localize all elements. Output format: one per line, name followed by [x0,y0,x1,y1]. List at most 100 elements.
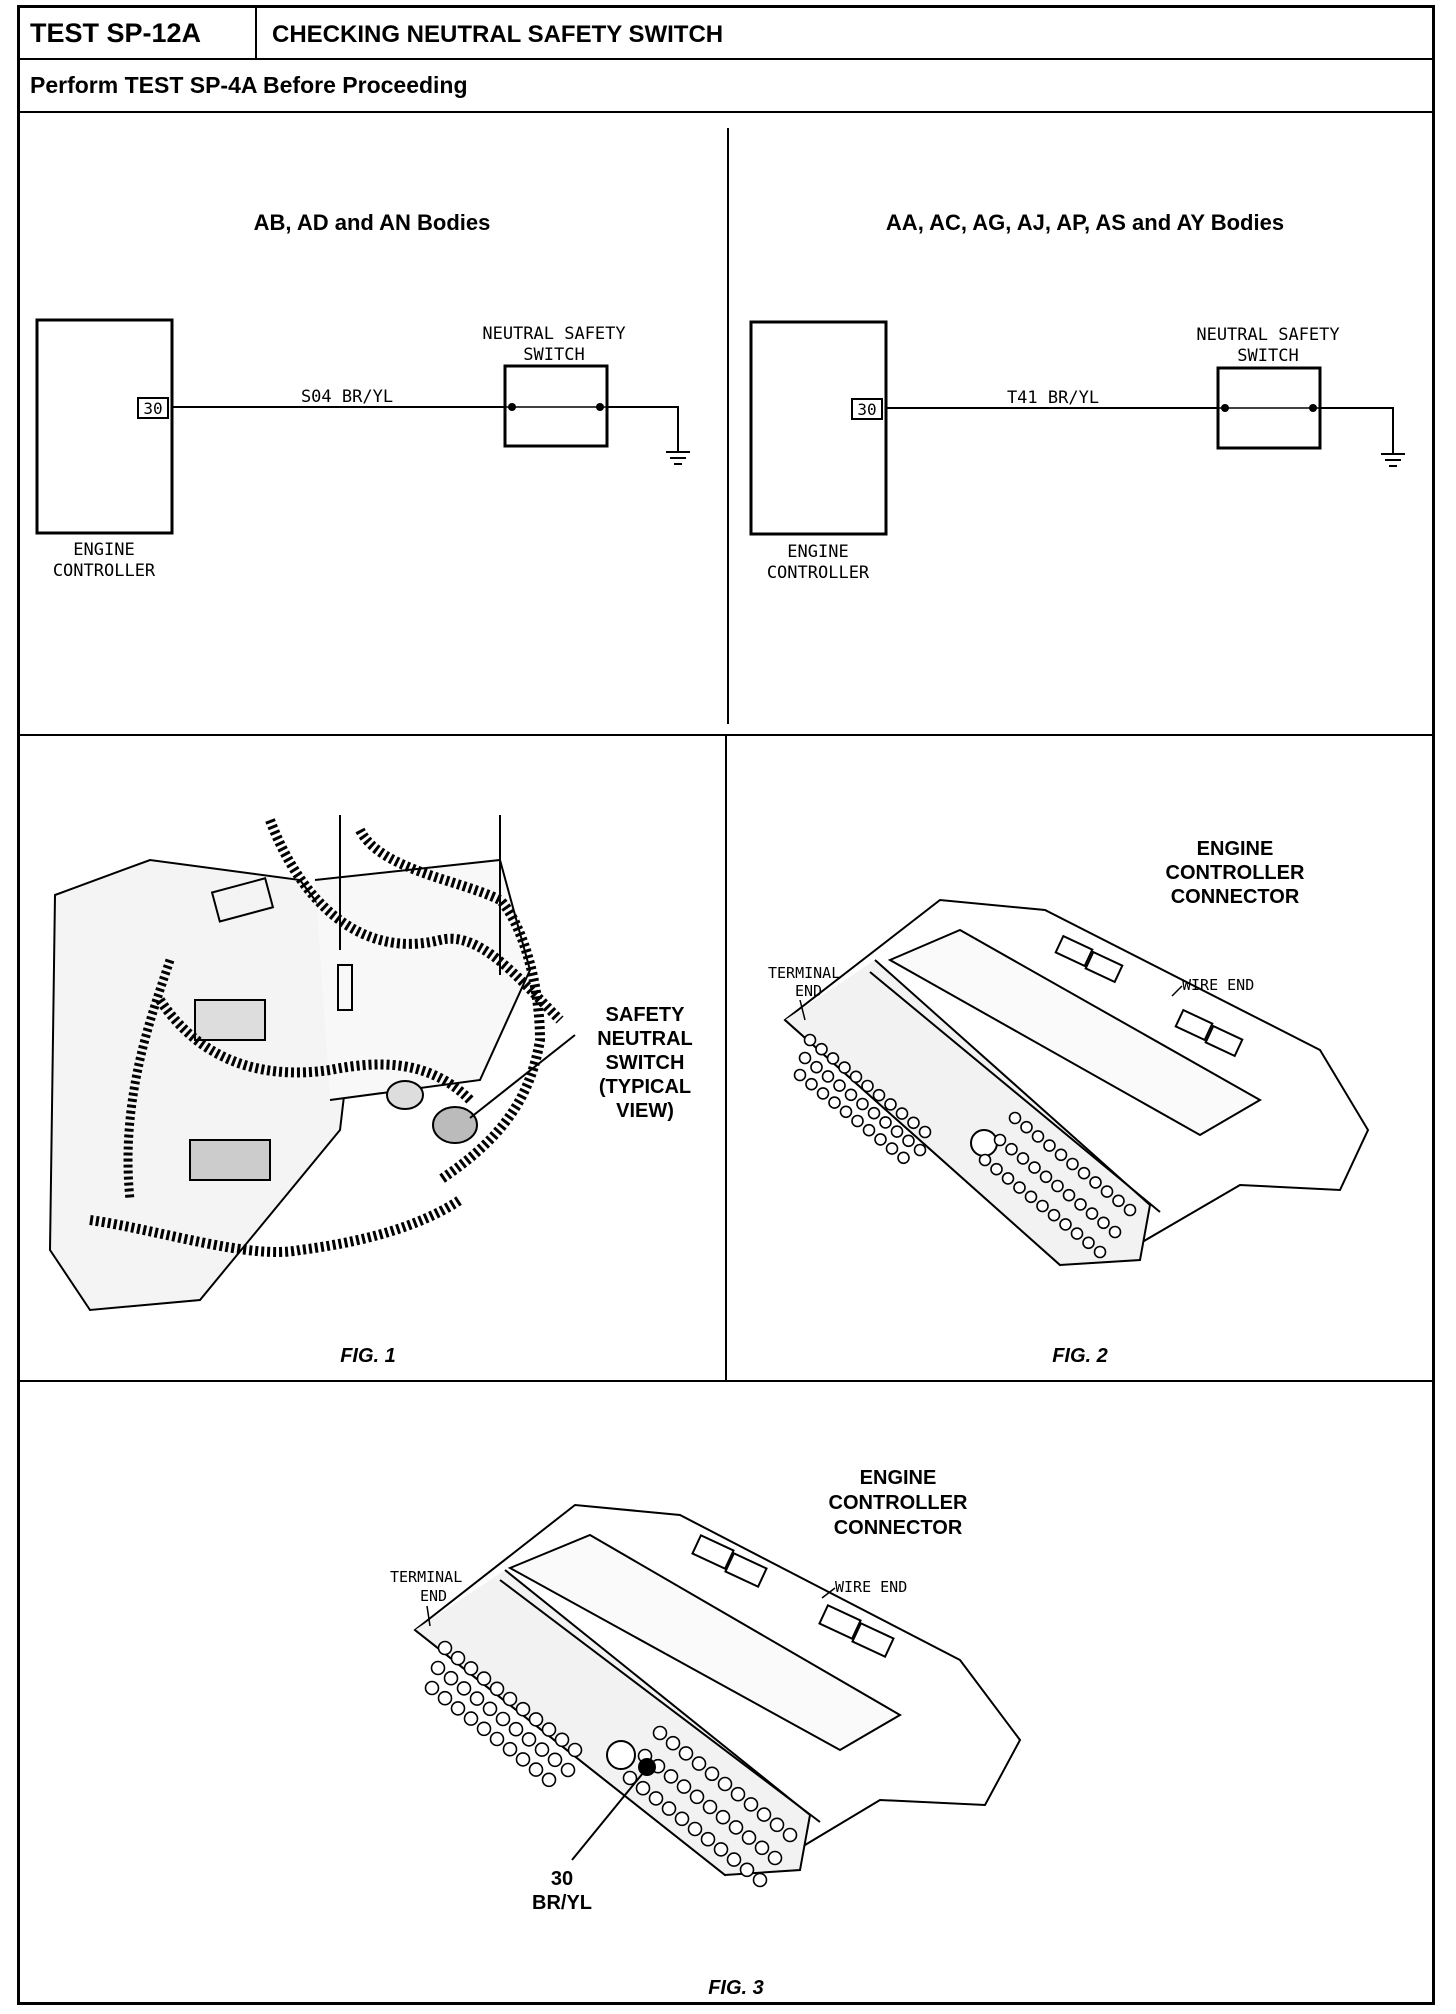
terminal-pin [826,1052,840,1065]
terminal-pin [879,1116,892,1129]
wire-end-leader [821,1587,836,1599]
ground-symbol [1381,453,1405,467]
terminal-pin [515,1752,531,1767]
latch-tab [851,1622,895,1658]
terminal-pin [978,1153,992,1167]
fig3-connector [413,1503,1022,1877]
terminal-pin [648,1791,664,1806]
terminal-pin [862,1123,876,1137]
schematic-right-heading: AA, AC, AG, AJ, AP, AS and AY Bodies [886,210,1284,235]
terminal-pin [508,1721,524,1737]
latch-tab [1204,1024,1244,1058]
terminal-pin [715,1809,731,1825]
terminal-pin [489,1681,505,1697]
schematic-left-heading: AB, AD and AN Bodies [254,210,491,235]
terminal-pin [622,1770,638,1786]
terminal-pin [541,1772,557,1788]
terminal-pin [1001,1172,1015,1185]
latch-tab [1174,1008,1214,1042]
terminal-pin [476,1671,492,1686]
terminal-pin [1005,1142,1018,1156]
latch-tab [691,1534,735,1570]
prerequisite-text: Perform TEST SP-4A Before Proceeding [30,72,468,98]
terminal-pin [828,1096,841,1109]
terminal-pin [752,1872,768,1888]
terminal-pin [691,1756,707,1771]
terminal-pin [635,1780,651,1796]
terminal-pin [1043,1139,1056,1152]
wire-end-leader [1171,985,1183,997]
terminal-pin [1066,1157,1079,1171]
face-edge [869,971,1161,1213]
terminal-pin [534,1742,550,1757]
terminal-end-label-line2: END [420,1587,447,1605]
fig2-caption: FIG. 2 [1052,1345,1108,1367]
pin-30-number: 30 [551,1868,573,1890]
terminal-pin [502,1741,518,1757]
latch-tab [724,1552,768,1588]
prerequisite-row: Perform TEST SP-4A Before Proceeding [20,58,1432,113]
terminal-pin [1028,1161,1041,1174]
callout-line: VIEW) [616,1100,674,1122]
terminal-pin [805,1077,818,1091]
connector-plug [194,999,266,1041]
wiring-harness [123,958,175,1201]
terminal-pin [674,1811,690,1827]
pin-30-leader [571,1772,644,1861]
terminal-pin [767,1850,783,1866]
engine-controller-box [749,320,888,536]
connector-key-hole [606,1740,636,1770]
terminal-pin [443,1670,459,1686]
test-id: TEST SP-12A [20,8,257,58]
terminal-pin [769,1817,785,1833]
terminal-pin [810,1060,823,1074]
pin-30-highlight [638,1758,656,1776]
fig1-engine-illustration [48,815,576,1312]
test-title: CHECKING NEUTRAL SAFETY SWITCH [272,21,724,48]
terminal-pin [1077,1166,1091,1180]
terminal-pin [541,1722,557,1737]
terminal-pin [821,1070,835,1083]
terminal-pin [717,1776,733,1792]
terminal-pin [754,1840,770,1856]
divider-figure-columns [725,734,727,1380]
ground-wire [1320,407,1394,454]
connector-key-hole [970,1129,998,1157]
header-row: TEST SP-12A CHECKING NEUTRAL SAFETY SWIT… [20,8,1432,60]
terminal-pin [1093,1245,1107,1259]
terminal-pin [1059,1218,1072,1231]
terminal-pin [495,1711,511,1727]
title-line: CONNECTOR [1171,886,1300,908]
pin-box [137,397,169,419]
terminal-pin [902,1134,915,1148]
wire-label: S04 BR/YL [301,387,393,407]
terminal-pin [1070,1227,1084,1240]
pin-30-wire: BR/YL [532,1892,592,1914]
terminal-pin [463,1711,479,1726]
neutral-safety-switch-part [432,1106,478,1144]
terminal-pin [437,1690,453,1706]
neutral-safety-switch-box [503,364,609,448]
face-edge [499,1579,821,1823]
controller-label-line1: ENGINE [787,542,848,562]
terminal-pin [1089,1176,1102,1189]
terminal-pin [515,1701,531,1717]
terminal-pin [665,1735,681,1751]
terminal-pin [1047,1208,1061,1222]
wiring-harness [89,1195,463,1258]
terminal-pin [782,1827,798,1843]
callout-line: NEUTRAL [597,1028,693,1050]
terminal-pin [652,1725,668,1741]
callout-line: SWITCH [606,1052,685,1074]
switch-terminal-in [1221,404,1229,412]
fig2-title: ENGINE CONTROLLER CONNECTOR [1166,838,1305,908]
terminal-pin [554,1732,570,1748]
pin-box [851,398,883,420]
terminal-pin [816,1087,830,1100]
terminal-pin [1020,1120,1033,1134]
divider-schematic-columns [727,128,729,724]
terminal-pin [430,1660,446,1676]
terminal-pin [1062,1188,1076,1202]
terminal-pin [1085,1207,1099,1220]
